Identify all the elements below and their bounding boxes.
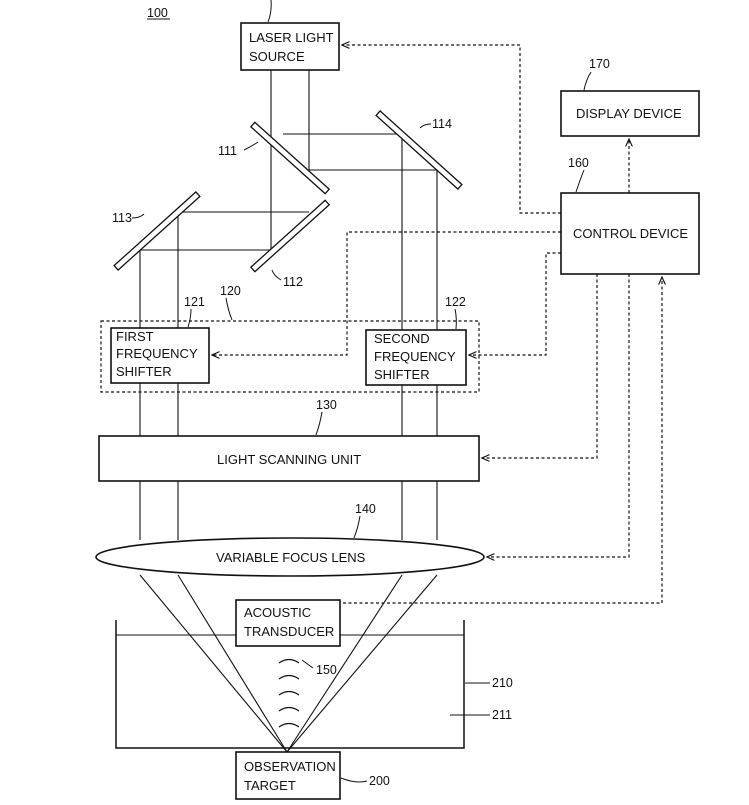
shifter2-line3: SHIFTER — [374, 367, 430, 382]
shifter1-line3: SHIFTER — [116, 364, 172, 379]
mirror-112-leader — [271, 269, 282, 281]
shifter-group-ref: 120 — [220, 284, 241, 298]
target-leader — [340, 777, 368, 783]
mirror-111 — [249, 121, 331, 195]
shifter1-ref: 121 — [184, 295, 205, 309]
display-device-box — [560, 90, 700, 137]
mirror-114-leader — [419, 123, 432, 129]
mirror-114 — [375, 110, 463, 190]
laser-label-line1: LASER LIGHT — [249, 30, 334, 45]
laser-leader — [267, 0, 272, 23]
mirror-111-ref: 111 — [218, 144, 237, 158]
control-device-ref: 160 — [568, 156, 589, 170]
display-leader — [583, 71, 592, 91]
lens-leader — [353, 515, 361, 539]
mirror-112-ref: 112 — [283, 275, 303, 289]
shifter1-line2: FREQUENCY — [116, 346, 198, 361]
target-line1: OBSERVATION — [244, 759, 336, 774]
shifter2-line1: SECOND — [374, 331, 430, 346]
laser-label-line2: SOURCE — [249, 49, 305, 64]
transducer-line1: ACOUSTIC — [244, 605, 311, 620]
light-scanning-unit-ref: 130 — [316, 398, 337, 412]
transducer-line2: TRANSDUCER — [244, 624, 334, 639]
transducer-leader — [301, 659, 314, 669]
control-device-box — [560, 192, 700, 275]
shifter-group-leader — [225, 297, 233, 321]
mirror-113 — [113, 191, 201, 271]
beam-paths — [139, 70, 438, 753]
display-device-ref: 170 — [589, 57, 610, 71]
transducer-ref: 150 — [316, 663, 337, 677]
target-line2: TARGET — [244, 778, 296, 793]
frequency-shifter-group — [100, 320, 480, 393]
shifter2-ref: 122 — [445, 295, 466, 309]
acoustic-waves — [278, 658, 300, 728]
vessel-ref: 210 — [492, 676, 513, 690]
light-scanning-unit-box — [98, 435, 480, 482]
shifter2-leader — [454, 308, 457, 330]
control-device-label: CONTROL DEVICE — [573, 226, 688, 241]
mirror-113-ref: 113 — [112, 211, 132, 225]
vessel-210 — [115, 620, 465, 749]
observation-target-box — [235, 751, 341, 800]
medium-ref: 211 — [492, 708, 512, 722]
target-ref: 200 — [369, 774, 390, 788]
mirror-114-ref: 114 — [432, 117, 452, 131]
mirror-111-leader — [243, 141, 259, 151]
first-frequency-shifter-box — [110, 327, 210, 384]
second-frequency-shifter-box — [365, 329, 467, 386]
light-scanning-unit-label: LIGHT SCANNING UNIT — [217, 452, 361, 467]
shifter1-line1: FIRST — [116, 329, 154, 344]
mirror-113-leader — [131, 213, 145, 219]
control-signal-lines — [212, 45, 662, 604]
variable-focus-lens — [95, 537, 485, 577]
mirror-112 — [249, 199, 331, 273]
variable-focus-lens-ref: 140 — [355, 502, 376, 516]
laser-light-source-box — [240, 22, 340, 71]
acoustic-transducer-box — [235, 599, 341, 647]
control-leader — [575, 169, 585, 193]
variable-focus-lens-label: VARIABLE FOCUS LENS — [216, 550, 366, 565]
figure-number: 100 — [147, 6, 168, 20]
display-device-label: DISPLAY DEVICE — [576, 106, 682, 121]
scanner-leader — [315, 411, 323, 436]
shifter1-leader — [187, 308, 192, 328]
shifter2-line2: FREQUENCY — [374, 349, 456, 364]
